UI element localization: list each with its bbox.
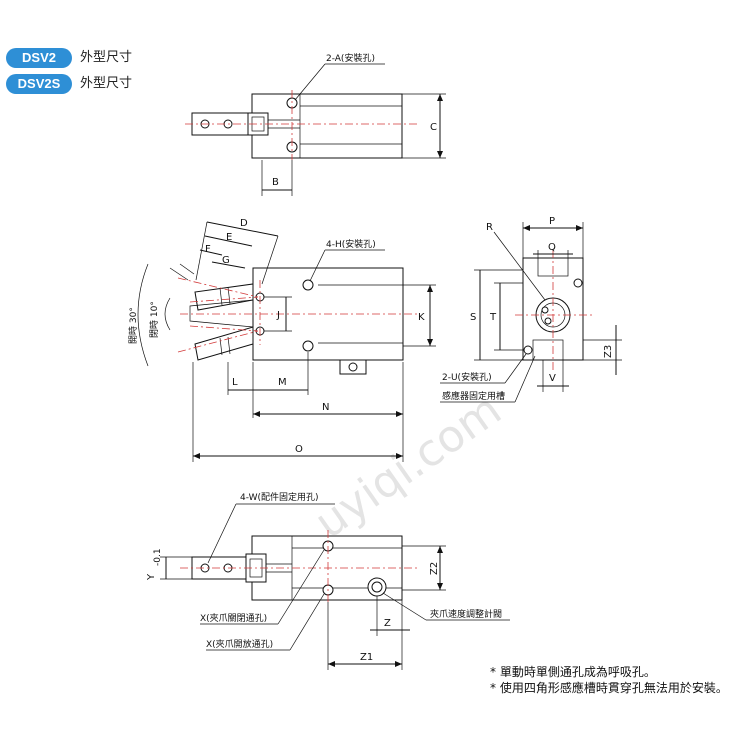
dim-o: O xyxy=(295,444,303,455)
dim-l: L xyxy=(232,377,238,388)
dim-k: K xyxy=(418,312,425,323)
model-badge-dsv2s: DSV2S xyxy=(6,74,72,94)
model-label-dsv2s: 外型尺寸 xyxy=(80,76,133,91)
callout-4h: 4-H(安裝孔) xyxy=(326,238,376,250)
end-view: P Q R S T Z3 V 2-U(安裝孔) 感應器固定用槽 xyxy=(440,216,622,403)
dim-b: B xyxy=(272,177,279,188)
dim-y-tolerance: -0.1 xyxy=(153,548,163,566)
dim-z2: Z2 xyxy=(429,562,440,575)
model-label-dsv2: 外型尺寸 xyxy=(80,50,133,65)
callout-x-close: X(夾爪關閉通孔) xyxy=(200,613,267,624)
model-badge-dsv2: DSV2 xyxy=(6,48,72,68)
open-angle-label: 開時 30° xyxy=(128,307,139,344)
notes: * 單動時單側通孔成為呼吸孔。 * 使用四角形感應槽時貫穿孔無法用於安裝。 xyxy=(490,664,728,696)
note-line: * 單動時單側通孔成為呼吸孔。 xyxy=(490,665,656,679)
top-view: C B 2-A(安裝孔) xyxy=(185,52,446,196)
dim-f: F xyxy=(205,244,211,255)
dim-e: E xyxy=(226,232,232,243)
watermark: uyiqi.com xyxy=(306,384,511,549)
callout-2a: 2-A(安裝孔) xyxy=(326,52,375,64)
dim-y: Y xyxy=(146,573,157,581)
dim-n: N xyxy=(322,402,329,413)
dim-p: P xyxy=(549,216,555,227)
close-angle-label: 閉時 10° xyxy=(149,301,160,338)
callout-speed-valve: 夾爪速度調整計閥 xyxy=(430,608,502,620)
bottom-view: Y -0.1 Z2 Z Z1 4-W(配件固定用孔) X(夾爪關閉通孔) X(夾… xyxy=(146,491,510,670)
dim-t: T xyxy=(489,312,497,323)
dim-c: C xyxy=(430,122,437,133)
callout-2u: 2-U(安裝孔) xyxy=(442,371,492,383)
dim-z1: Z1 xyxy=(360,652,373,663)
dim-z: Z xyxy=(384,618,391,629)
callout-x-open: X(夾爪開放通孔) xyxy=(206,638,273,650)
dim-d: D xyxy=(240,218,248,229)
dim-z3: Z3 xyxy=(603,345,614,358)
dim-m: M xyxy=(278,377,287,388)
callout-sensor-slot: 感應器固定用槽 xyxy=(442,390,505,402)
dim-g: G xyxy=(222,255,230,266)
dim-r: R xyxy=(486,222,493,233)
dim-v: V xyxy=(549,373,556,384)
dim-j: J xyxy=(276,310,280,321)
side-view: 開時 30° 閉時 10° D E F G 4-H(安裝孔) J K xyxy=(128,218,436,462)
dim-s: S xyxy=(470,312,476,323)
dim-q: Q xyxy=(548,242,556,253)
callout-4w: 4-W(配件固定用孔) xyxy=(240,491,319,503)
note-line: * 使用四角形感應槽時貫穿孔無法用於安裝。 xyxy=(490,681,728,695)
